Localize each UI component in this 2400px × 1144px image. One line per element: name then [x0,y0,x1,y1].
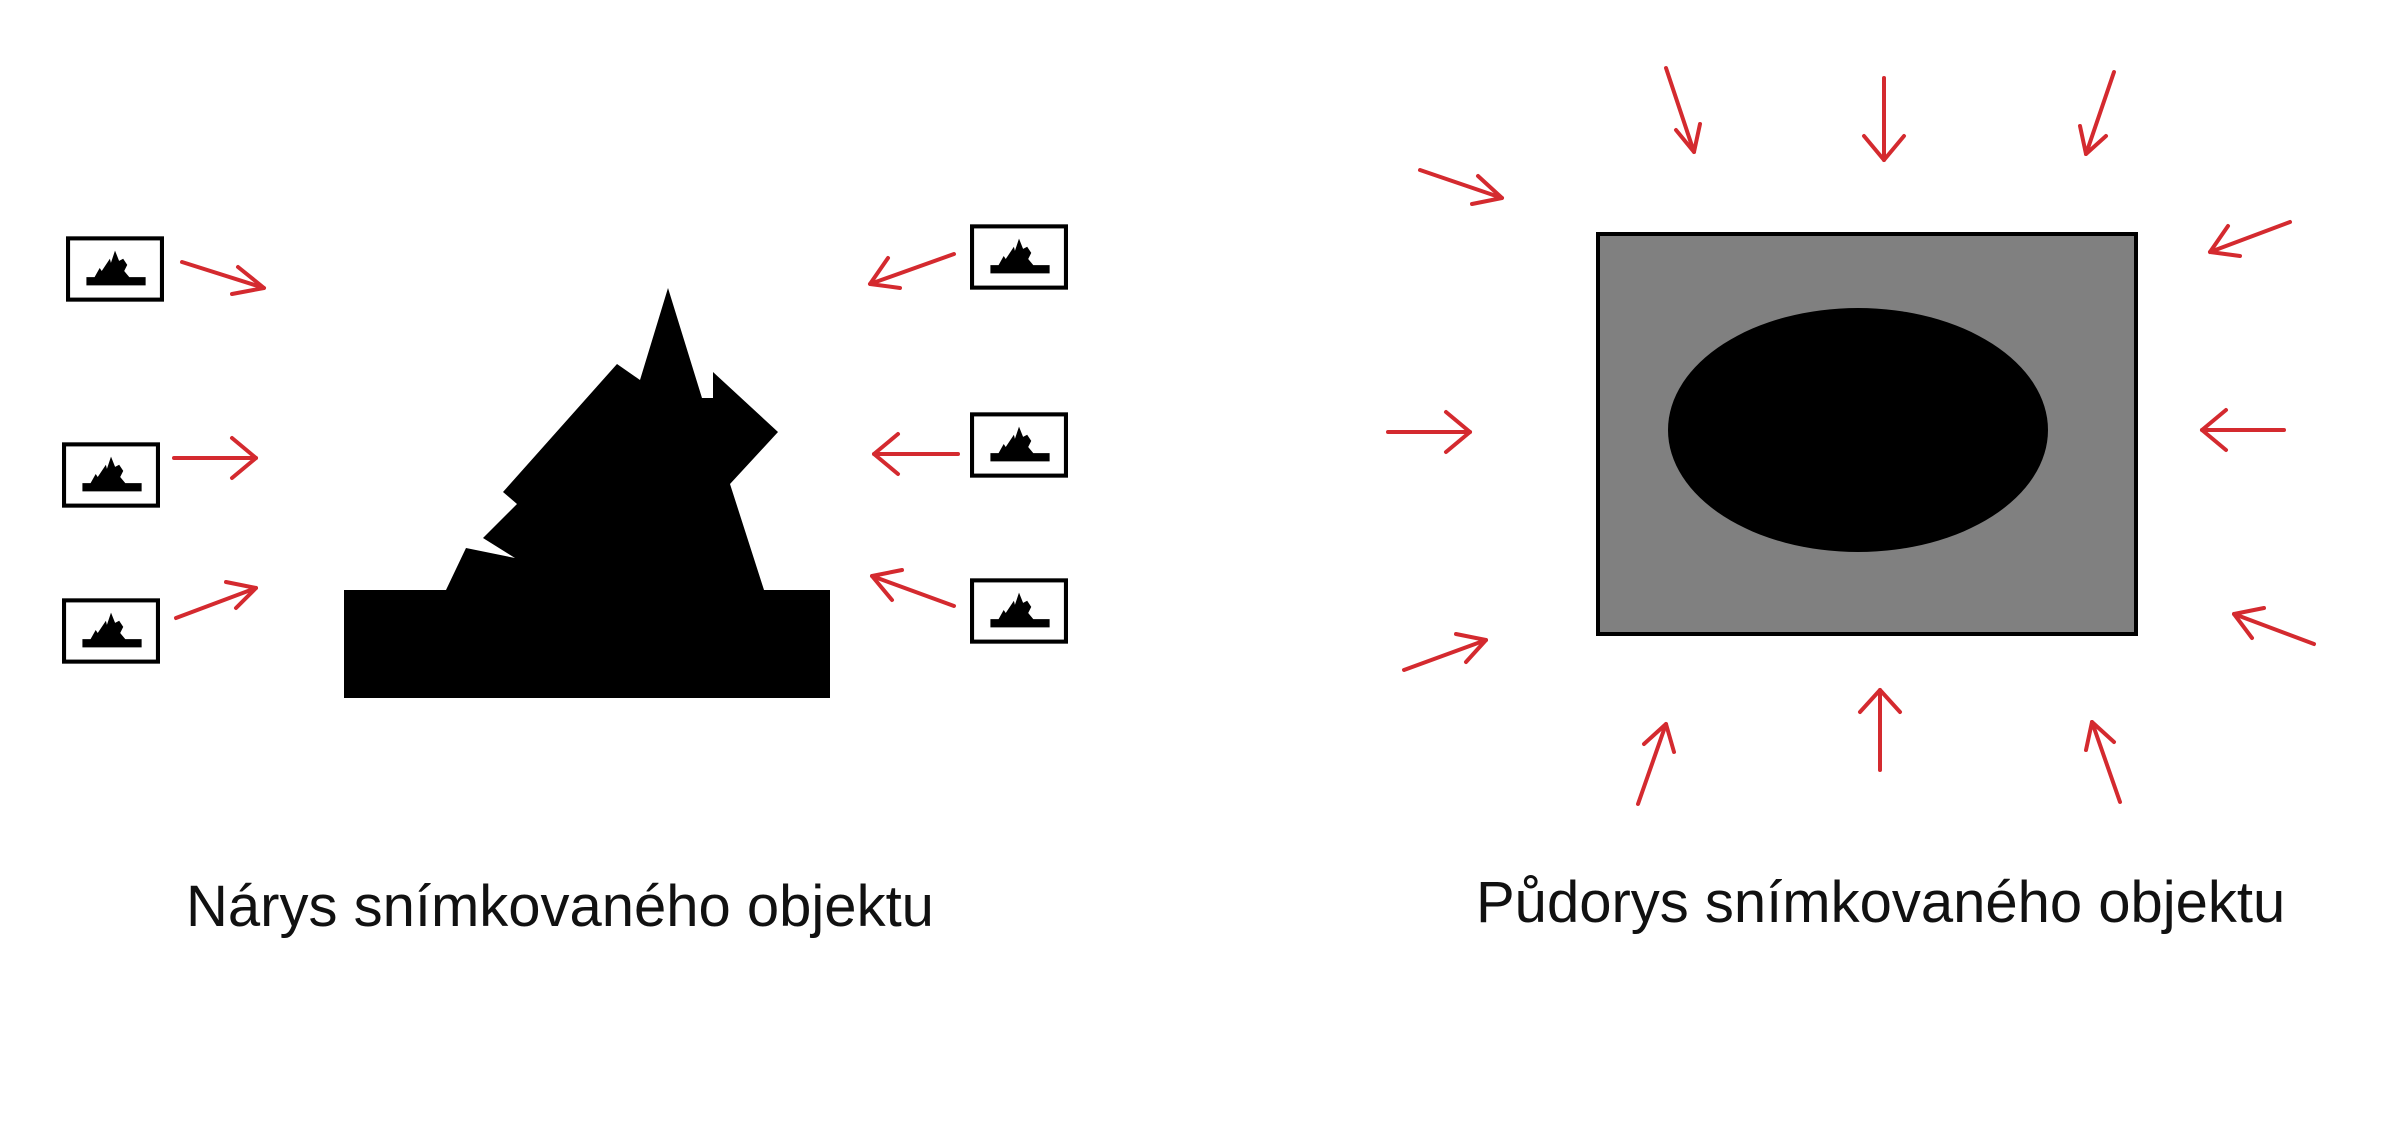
arrow-icon [172,436,258,480]
arrow-icon [2200,408,2286,452]
photo-thumbnail-icon [972,580,1066,641]
photo-thumbnail-icon [972,414,1066,475]
arrow-icon [180,260,266,296]
photo-thumbnail-icon [972,226,1066,287]
object-plan-ellipse [1668,308,2048,552]
arrow-icon [1858,688,1902,772]
arrow-icon [1402,632,1488,672]
front-view [64,226,1066,698]
arrow-icon [870,568,956,608]
arrow-icon [1664,66,1702,154]
arrow-icon [1636,722,1676,806]
front-view-caption: Nárys snímkovaného objektu [186,874,934,939]
arrow-icon [1862,76,1906,162]
arrow-icon [174,580,258,620]
arrow-icon [1418,168,1504,206]
photo-thumbnail-icon [68,238,162,299]
arrow-icon [1386,410,1472,454]
photo-thumbnail-icon [64,600,158,661]
arrow-icon [872,432,960,476]
plan-view-caption: Půdorys snímkovaného objektu [1476,870,2286,935]
arrow-icon [868,252,956,290]
arrow-icon [2232,606,2316,646]
object-front-silhouette [344,288,830,698]
arrow-icon [2208,220,2292,258]
photo-thumbnail-icon [64,444,158,505]
plan-view [1386,66,2316,806]
arrow-icon [2078,70,2116,156]
arrow-icon [2084,720,2122,804]
